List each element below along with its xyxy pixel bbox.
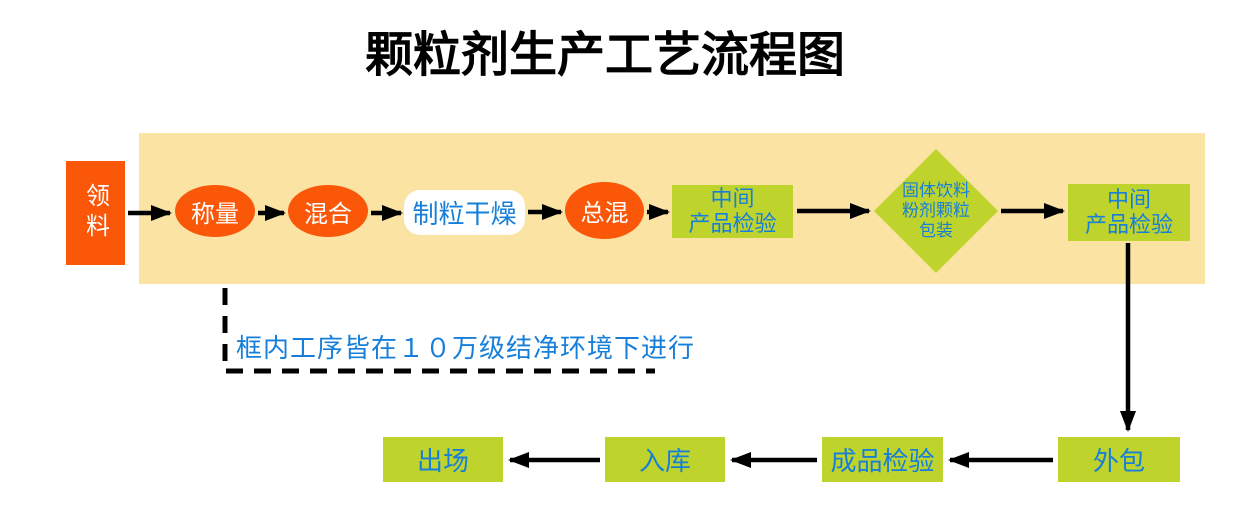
node-weighing: 称量	[175, 185, 255, 237]
node-label: 领料	[81, 183, 110, 243]
node-label: 入库	[638, 447, 691, 477]
node-label: 总混	[580, 199, 629, 227]
node-outer-packaging: 外包	[1058, 437, 1180, 482]
node-label-line: 产品检验	[1084, 212, 1173, 238]
page-title: 颗粒剂生产工艺流程图	[364, 27, 845, 83]
node-label-line: 产品检验	[688, 211, 777, 237]
node-label-line: 固体饮料	[902, 181, 970, 201]
node-finished-product-inspection: 成品检验	[822, 437, 943, 482]
node-label-line: 包装	[919, 221, 953, 241]
node-label: 外包	[1092, 447, 1145, 477]
node-intermediate-inspection-1: 中间 产品检验	[672, 185, 793, 238]
node-mixing: 混合	[288, 185, 368, 237]
node-label: 制粒干燥	[412, 200, 517, 230]
node-label-line: 中间	[1106, 187, 1151, 213]
node-label: 出场	[416, 447, 469, 477]
node-intermediate-inspection-2: 中间 产品检验	[1068, 184, 1190, 241]
node-warehousing: 入库	[605, 437, 725, 482]
node-label: 称量	[191, 199, 239, 228]
node-label-line: 粉剂颗粒	[902, 201, 970, 221]
node-material-requisition: 领料	[66, 161, 125, 265]
cleanroom-annotation: 框内工序皆在１０万级结净环境下进行	[236, 334, 696, 364]
node-label: 成品检验	[830, 447, 935, 477]
node-granulation-drying: 制粒干燥	[404, 190, 525, 235]
node-total-mixing: 总混	[565, 182, 644, 239]
node-shipping-out: 出场	[383, 437, 503, 482]
node-label: 混合	[304, 199, 352, 228]
node-label-line: 中间	[710, 186, 755, 212]
